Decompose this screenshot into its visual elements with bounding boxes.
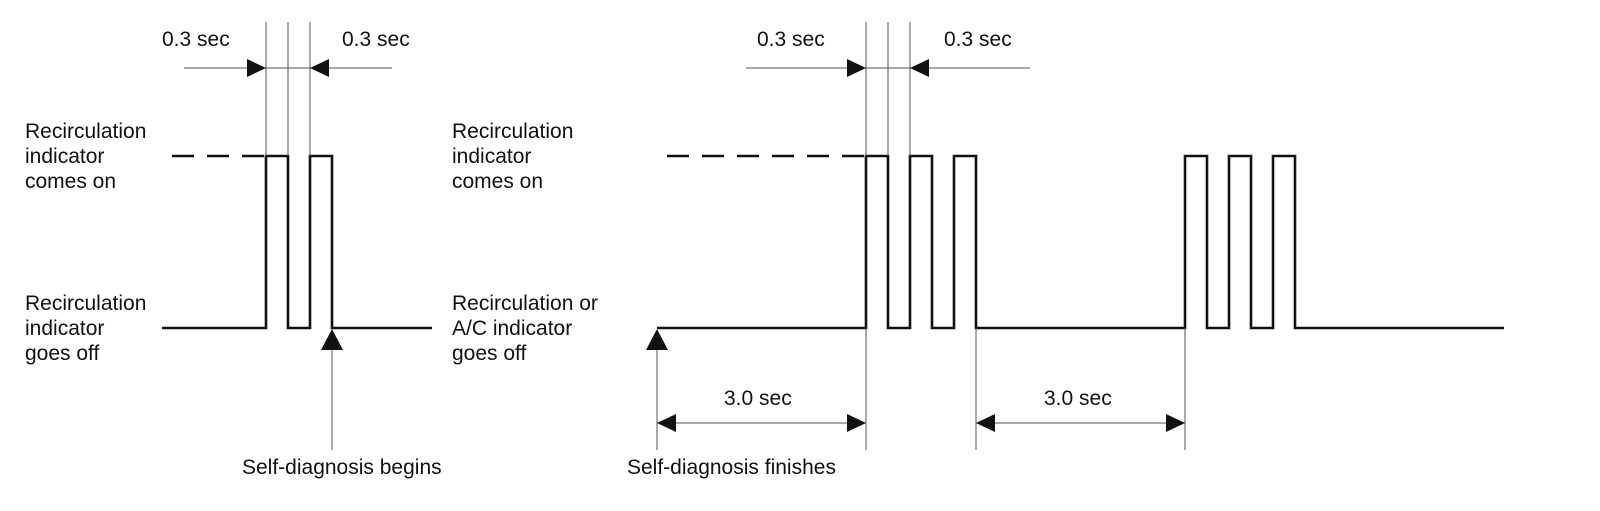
right-on-label-line2: indicator xyxy=(452,145,531,168)
interval-1-arrow-right xyxy=(847,414,866,432)
left-off-label-line1: Recirculation xyxy=(25,292,146,315)
right-pulse-width-label-1: 0.3 sec xyxy=(757,28,825,51)
self-diagnosis-begins-label: Self-diagnosis begins xyxy=(242,456,442,479)
left-on-label-line1: Recirculation xyxy=(25,120,146,143)
left-dim-arrow-right xyxy=(247,59,266,77)
left-panel: Recirculation indicator comes on Recircu… xyxy=(25,22,442,479)
left-signal-waveform xyxy=(162,154,432,330)
begin-marker-arrow xyxy=(321,329,343,350)
right-dim-arrow-left xyxy=(910,59,929,77)
left-pulse-width-label-1: 0.3 sec xyxy=(162,28,230,51)
left-pulse-width-label-2: 0.3 sec xyxy=(342,28,410,51)
right-signal-waveform xyxy=(657,154,1504,330)
right-on-label-line1: Recirculation xyxy=(452,120,573,143)
interval-2-arrow-right xyxy=(1166,414,1185,432)
right-off-label-line2: A/C indicator xyxy=(452,317,572,340)
interval-2-label: 3.0 sec xyxy=(1044,387,1112,410)
right-dim-arrow-right xyxy=(847,59,866,77)
right-pulse-width-label-2: 0.3 sec xyxy=(944,28,1012,51)
left-dim-arrow-left xyxy=(310,59,329,77)
left-on-label-line2: indicator xyxy=(25,145,104,168)
interval-1-label: 3.0 sec xyxy=(724,387,792,410)
right-off-label-line1: Recirculation or xyxy=(452,292,598,315)
interval-1-arrow-left xyxy=(657,414,676,432)
finish-marker-arrow xyxy=(646,329,668,350)
right-on-label-line3: comes on xyxy=(452,170,543,193)
interval-2-arrow-left xyxy=(976,414,995,432)
left-on-label-line3: comes on xyxy=(25,170,116,193)
right-panel: Recirculation indicator comes on Recircu… xyxy=(452,22,1504,479)
right-off-label-line3: goes off xyxy=(452,342,527,365)
left-off-label-line2: indicator xyxy=(25,317,104,340)
self-diagnosis-finishes-label: Self-diagnosis finishes xyxy=(627,456,836,479)
left-off-label-line3: goes off xyxy=(25,342,100,365)
